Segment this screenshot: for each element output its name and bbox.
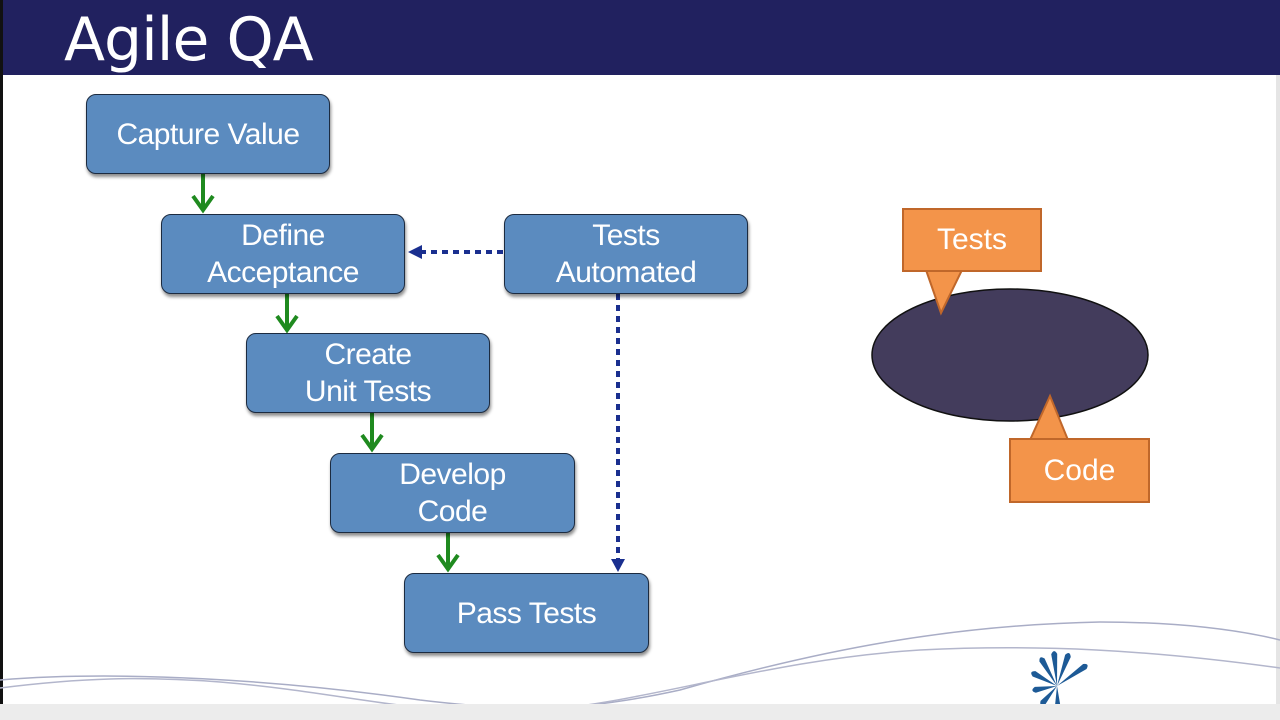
callout-label: Tests: [936, 223, 1008, 256]
node-label-line-2: Code: [417, 495, 488, 528]
right-edge-strip: [1276, 75, 1280, 720]
node-label: Capture Value: [116, 117, 300, 151]
title-bar: Agile QA: [0, 0, 1280, 75]
node-pass-tests: Pass Tests: [404, 573, 649, 653]
node-label-line-1: Define: [241, 219, 325, 252]
node-label-line-2: Acceptance: [207, 256, 359, 289]
node-label-line-1: Create: [324, 338, 412, 371]
node-label-line-2: Unit Tests: [304, 375, 432, 408]
dotted-arrow-automated-to-pass: [611, 294, 625, 572]
background-wave-1: [0, 621, 1280, 709]
node-tests-automated: Tests Automated: [504, 214, 748, 294]
node-create-unit-tests: Create Unit Tests: [246, 333, 490, 413]
arrow-create-to-develop: [360, 413, 384, 453]
node-label: Pass Tests: [456, 596, 597, 630]
left-edge-border: [0, 0, 3, 720]
tests-callout: Tests: [902, 208, 1042, 272]
slide-title: Agile QA: [64, 5, 314, 75]
arrow-develop-to-pass: [436, 533, 460, 573]
node-define-acceptance: Define Acceptance: [161, 214, 405, 294]
background-wave-2: [0, 647, 1280, 714]
starburst-logo-icon: [1031, 651, 1088, 711]
node-label-line-2: Automated: [555, 256, 697, 289]
node-develop-code: Develop Code: [330, 453, 575, 533]
code-callout: Code: [1009, 438, 1150, 503]
bottom-strip: [0, 704, 1280, 720]
node-capture-value: Capture Value: [86, 94, 330, 174]
dotted-arrow-automated-to-define: [408, 245, 503, 259]
arrow-capture-to-define: [191, 174, 215, 214]
cycle-ellipse: [871, 288, 1149, 422]
callout-label: Code: [1043, 453, 1116, 487]
node-label-line-1: Develop: [399, 458, 506, 491]
arrow-define-to-create: [275, 294, 299, 334]
node-label-line-1: Tests: [592, 219, 660, 252]
